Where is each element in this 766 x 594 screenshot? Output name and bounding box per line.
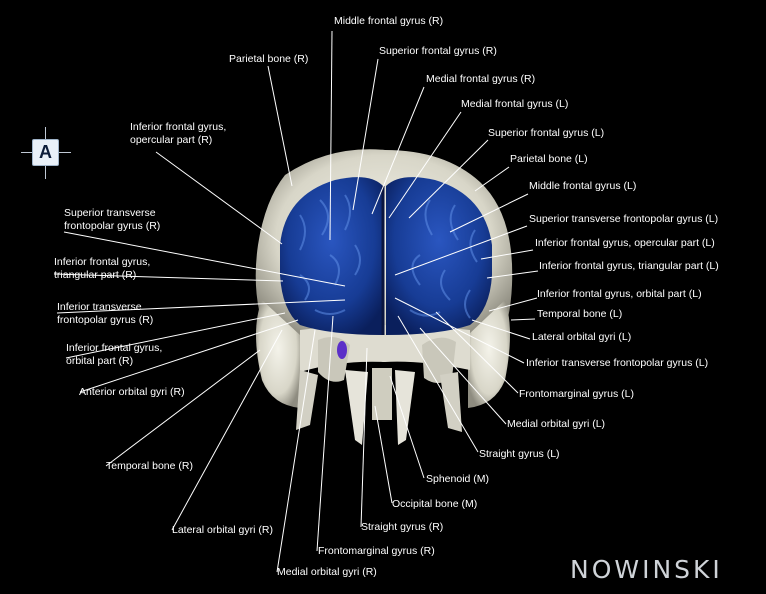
label-inferior-frontal-gyrus-opercular-r: Inferior frontal gyrus, opercular part (… <box>130 121 227 146</box>
label-inferior-frontal-gyrus-orbital-l: Inferior frontal gyrus, orbital part (L) <box>537 288 702 300</box>
label-superior-frontal-gyrus-l: Superior frontal gyrus (L) <box>488 127 605 139</box>
orientation-marker: A <box>21 127 71 179</box>
label-lateral-orbital-gyri-l: Lateral orbital gyri (L) <box>532 331 632 343</box>
label-superior-transverse-frontopolar-gyrus-l: Superior transverse frontopolar gyrus (L… <box>529 213 719 225</box>
label-straight-gyrus-l: Straight gyrus (L) <box>479 448 560 460</box>
label-superior-frontal-gyrus-r: Superior frontal gyrus (R) <box>379 45 497 57</box>
label-medial-frontal-gyrus-l: Medial frontal gyrus (L) <box>461 98 569 110</box>
label-parietal-bone-l: Parietal bone (L) <box>510 153 588 165</box>
label-medial-frontal-gyrus-r: Medial frontal gyrus (R) <box>426 73 536 85</box>
label-temporal-bone-r: Temporal bone (R) <box>106 460 193 472</box>
label-inferior-transverse-frontopolar-gyrus-l: Inferior transverse frontopolar gyrus (L… <box>526 357 709 369</box>
label-anterior-orbital-gyri-r: Anterior orbital gyri (R) <box>79 386 185 398</box>
label-lateral-orbital-gyri-r: Lateral orbital gyri (R) <box>172 524 273 536</box>
label-inferior-frontal-gyrus-opercular-l: Inferior frontal gyrus, opercular part (… <box>535 237 715 249</box>
label-parietal-bone-r: Parietal bone (R) <box>229 53 309 65</box>
label-inferior-frontal-gyrus-orbital-r: Inferior frontal gyrus, orbital part (R) <box>66 342 163 367</box>
label-sphenoid-m: Sphenoid (M) <box>426 473 490 485</box>
brain-frontal-lobes <box>280 177 492 359</box>
label-inferior-transverse-frontopolar-gyrus-r: Inferior transverse frontopolar gyrus (R… <box>57 301 154 326</box>
label-middle-frontal-gyrus-r: Middle frontal gyrus (R) <box>334 15 444 27</box>
orientation-letter: A <box>32 139 59 166</box>
label-frontomarginal-gyrus-l: Frontomarginal gyrus (L) <box>519 388 634 400</box>
label-occipital-bone-m: Occipital bone (M) <box>392 498 478 510</box>
label-superior-transverse-frontopolar-gyrus-r: Superior transverse frontopolar gyrus (R… <box>64 207 161 232</box>
label-frontomarginal-gyrus-r: Frontomarginal gyrus (R) <box>318 545 435 557</box>
brand-name: NOWINSKI <box>570 554 723 584</box>
label-middle-frontal-gyrus-l: Middle frontal gyrus (L) <box>529 180 637 192</box>
label-straight-gyrus-r: Straight gyrus (R) <box>361 521 444 533</box>
label-inferior-frontal-gyrus-triangular-l: Inferior frontal gyrus, triangular part … <box>539 260 719 272</box>
label-medial-orbital-gyri-r: Medial orbital gyri (R) <box>277 566 377 578</box>
leader-lines <box>53 30 539 573</box>
label-temporal-bone-l: Temporal bone (L) <box>537 308 623 320</box>
brand-watermark: NOWINSKI <box>570 553 723 585</box>
label-medial-orbital-gyri-l: Medial orbital gyri (L) <box>507 418 606 430</box>
label-inferior-frontal-gyrus-triangular-r: Inferior frontal gyrus, triangular part … <box>54 256 151 281</box>
